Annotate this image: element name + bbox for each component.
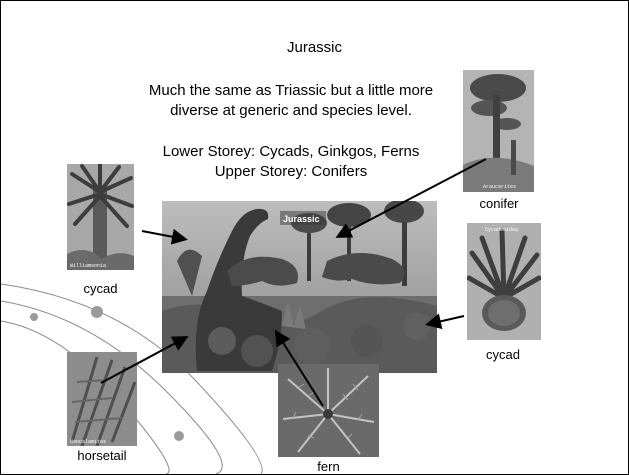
arrow-horsetail — [101, 338, 185, 383]
arrow-cycad-right — [429, 316, 464, 324]
arrow-fern — [277, 333, 323, 406]
arrow-conifer — [339, 159, 486, 236]
arrow-cycad-left — [142, 231, 184, 239]
